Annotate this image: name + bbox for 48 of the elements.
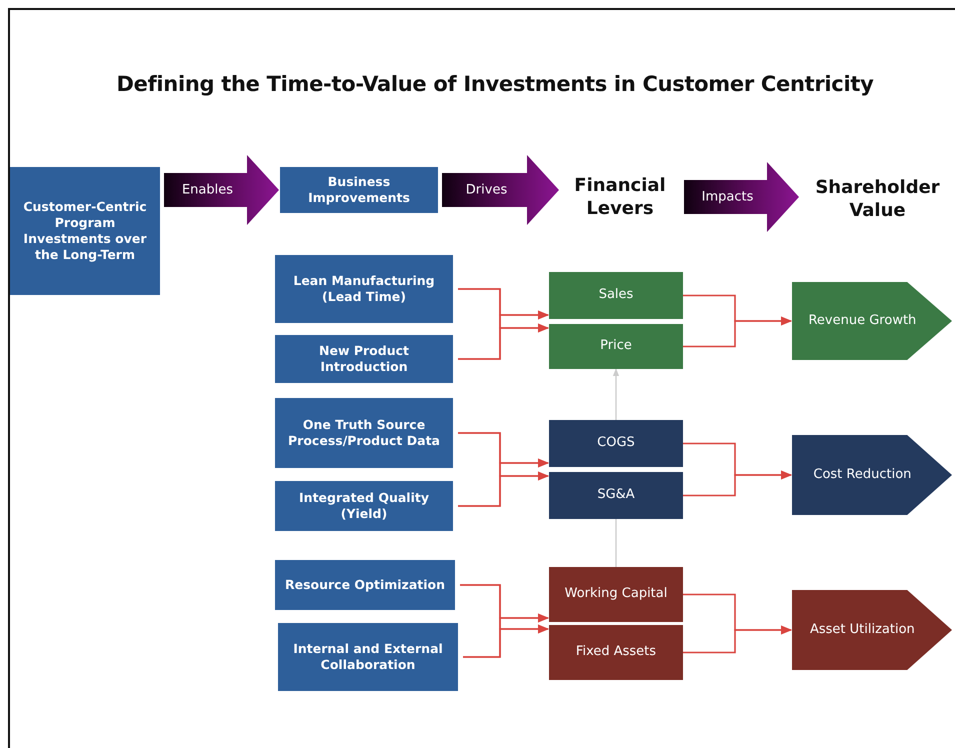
node-label: Financial Levers: [573, 174, 667, 220]
connector-arrow: [458, 324, 550, 360]
connector-arrow: [463, 624, 550, 658]
process-box: [278, 623, 458, 691]
node-label: Integrated Quality (Yield): [298, 490, 430, 522]
node-label: Working Capital: [564, 586, 668, 603]
node-label: Fixed Assets: [576, 644, 656, 661]
process-box: [549, 324, 683, 369]
connector-arrow: [683, 626, 792, 654]
process-box: [549, 272, 683, 319]
process-box: [280, 167, 438, 213]
process-box: [275, 398, 453, 468]
edge-label: Enables: [182, 182, 234, 198]
process-box: [549, 625, 683, 680]
block-arrow: [164, 155, 279, 225]
process-box: [275, 481, 453, 531]
node-label: Business Improvements: [307, 174, 411, 206]
connector-arrow: [683, 470, 792, 496]
connector-line: [612, 368, 620, 420]
process-box: [275, 560, 455, 610]
node-label: Cost Reduction: [812, 466, 912, 484]
node-label: One Truth Source Process/Product Data: [287, 416, 441, 450]
node-label: Revenue Growth: [807, 312, 918, 330]
node-label: Customer-Centric Program Investments over the Long-Term: [22, 198, 148, 264]
edge-label: Impacts: [702, 190, 754, 204]
node-label: Asset Utilization: [808, 622, 916, 638]
node-label: Internal and External Collaboration: [292, 640, 444, 674]
node-label: Price: [600, 338, 632, 355]
connector-arrow: [683, 316, 792, 348]
block-arrow: [684, 162, 799, 232]
process-box: [549, 472, 683, 519]
block-arrow: [442, 155, 559, 225]
node-label: Lean Manufacturing (Lead Time): [292, 272, 436, 306]
node-label: COGS: [597, 435, 635, 452]
node-label: Resource Optimization: [284, 576, 446, 594]
node-label: Shareholder Value: [814, 176, 941, 222]
process-box: [549, 567, 683, 622]
edge-label: Drives: [466, 182, 508, 198]
node-label: SG&A: [597, 487, 635, 504]
process-box: [275, 255, 453, 323]
process-box: [10, 167, 160, 295]
connector-arrow: [458, 472, 550, 507]
node-label: New Product Introduction: [318, 342, 410, 376]
process-box: [549, 420, 683, 467]
connector-line: [615, 519, 617, 567]
node-label: Sales: [598, 287, 634, 304]
process-box: [275, 335, 453, 383]
diagram-title: Defining the Time-to-Value of Investments in Customer Centricity: [116, 72, 874, 96]
